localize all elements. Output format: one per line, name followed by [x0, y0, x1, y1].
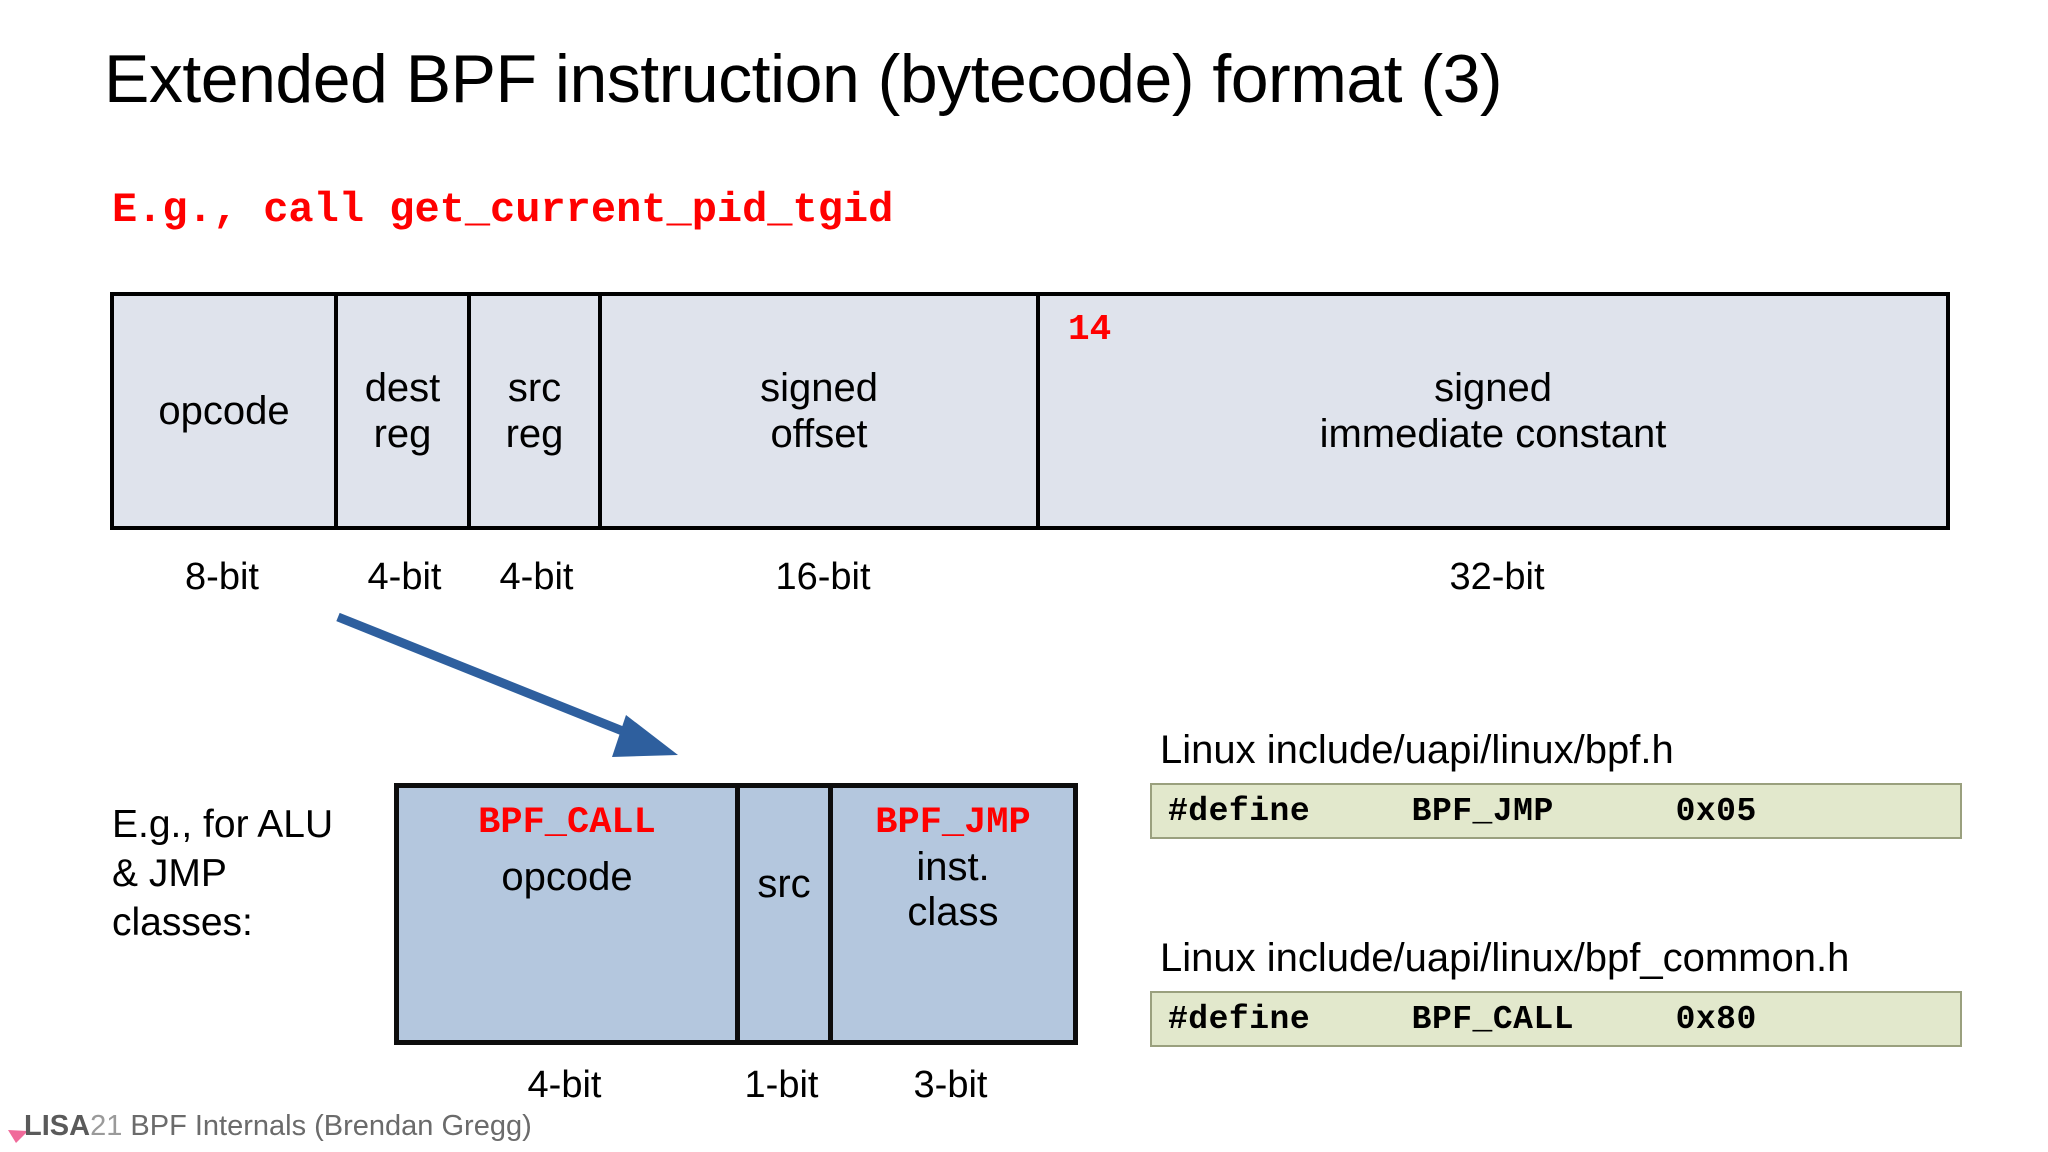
footer-subject: BPF Internals (Brendan Gregg)	[122, 1110, 532, 1142]
opcode-name-opcode: opcode	[501, 854, 633, 899]
bit-width-opcode: 8-bit	[185, 556, 259, 598]
code-snippet-bpf-call: #define BPF_CALL 0x80	[1150, 991, 1962, 1047]
code-snippet-bpf-jmp: #define BPF_JMP 0x05	[1150, 783, 1962, 839]
opcode-breakdown-table: BPF_CALL opcode src BPF_JMP inst.class	[394, 783, 1078, 1045]
immediate-value-badge: 14	[1068, 309, 1112, 350]
page-title: Extended BPF instruction (bytecode) form…	[104, 41, 1503, 117]
bit-width-offset: 16-bit	[775, 556, 871, 598]
opcode-name-inst-class: inst.class	[907, 844, 999, 934]
bit-width-src-reg: 4-bit	[499, 556, 574, 598]
opcode-tag-bpf-jmp: BPF_JMP	[875, 802, 1031, 844]
opcode-cell-src: src	[740, 788, 833, 1040]
bit-width-dest-reg: 4-bit	[367, 556, 442, 598]
bit-width-inst-class: 3-bit	[913, 1064, 988, 1106]
bit-width-immediate: 32-bit	[1449, 556, 1545, 598]
field-cell-opcode: opcode	[114, 296, 338, 526]
connector-arrow-icon	[336, 612, 678, 757]
alu-jmp-note: E.g., for ALU & JMP classes:	[112, 803, 334, 945]
example-call-text: E.g., call get_current_pid_tgid	[112, 186, 894, 234]
include-path-bpf-h: Linux include/uapi/linux/bpf.h	[1160, 728, 1674, 772]
lisa-logo-mark-icon	[8, 1130, 28, 1143]
footer-brand: LISA	[24, 1110, 91, 1142]
opcode-cell-inst-class: BPF_JMP inst.class	[833, 788, 1073, 1040]
include-path-bpf-common-h: Linux include/uapi/linux/bpf_common.h	[1160, 936, 1850, 980]
bit-width-src-bit: 1-bit	[744, 1064, 819, 1106]
opcode-tag-bpf-call: BPF_CALL	[478, 802, 656, 844]
field-label-opcode: opcode	[158, 389, 290, 433]
opcode-cell-opcode: BPF_CALL opcode	[399, 788, 740, 1040]
footer-year: 21	[90, 1110, 123, 1142]
opcode-name-src: src	[757, 862, 811, 906]
bit-width-opcode-nibble: 4-bit	[527, 1064, 602, 1106]
footer: LISA21 BPF Internals (Brendan Gregg)	[24, 1112, 532, 1141]
